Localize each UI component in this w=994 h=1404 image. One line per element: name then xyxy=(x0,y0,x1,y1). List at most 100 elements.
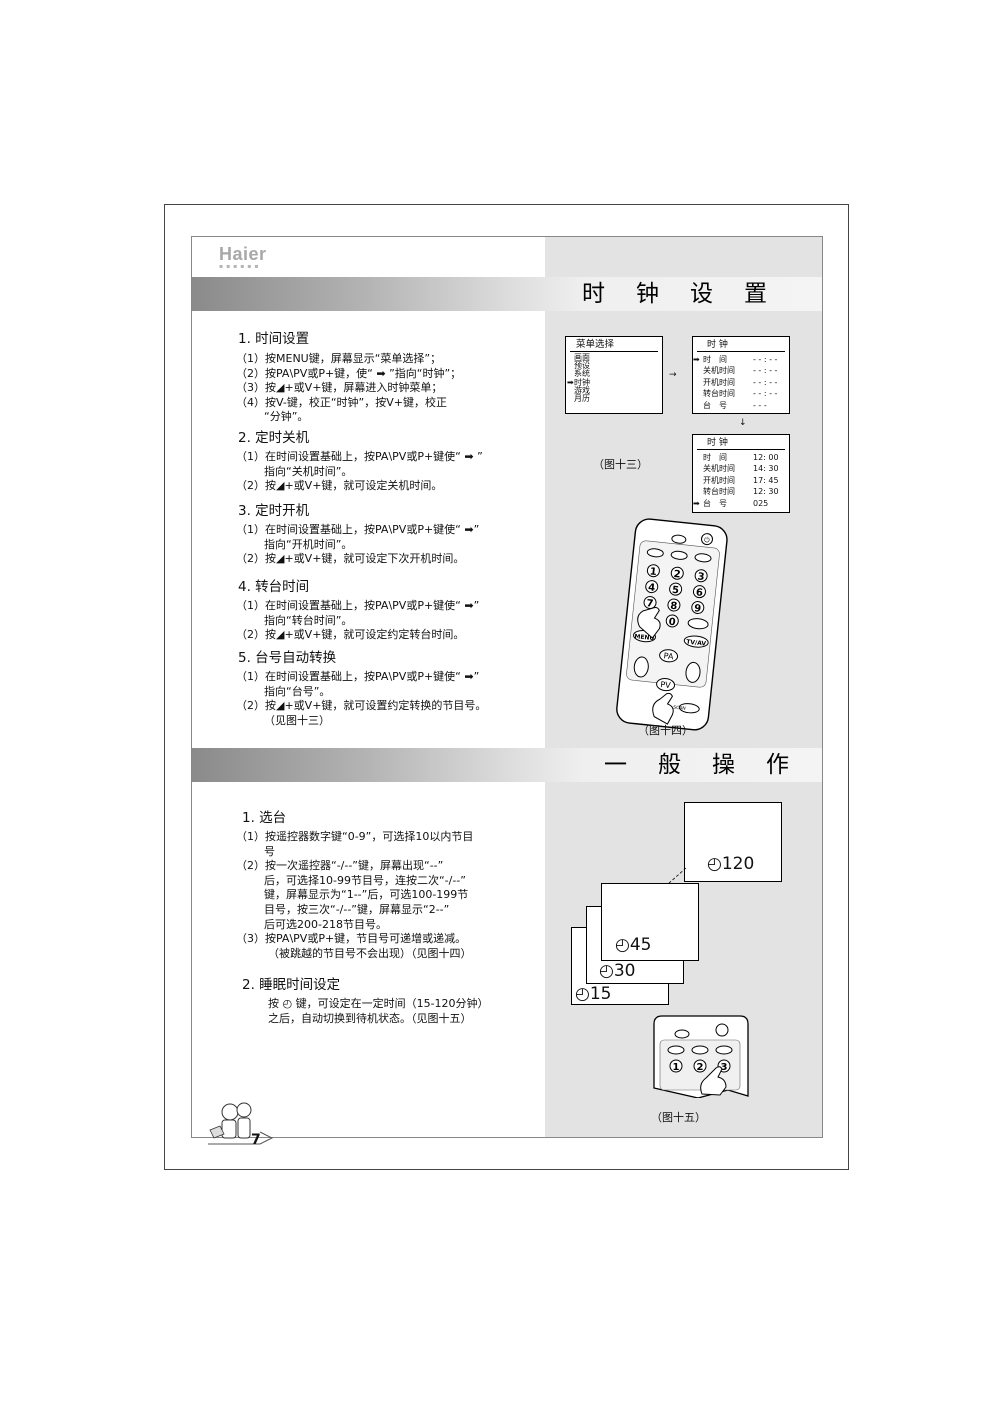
figure-14-caption: （图十四） xyxy=(638,724,693,737)
volume-up-button[interactable] xyxy=(685,661,701,683)
menu-item-selected: ➡时钟 xyxy=(566,377,662,387)
digit-key[interactable] xyxy=(693,1059,707,1073)
digit-key[interactable] xyxy=(646,564,660,578)
power-button[interactable] xyxy=(715,1023,729,1037)
remote-partial-illustration: 1 2 3 xyxy=(653,1015,749,1098)
on-timer-text: 3. 定时开机 （1）在时间设置基础上，按PA\PV或P+键使“ ➡” 指向“开… xyxy=(236,499,479,567)
selection-arrow-icon: ➡ xyxy=(567,377,574,387)
digit-key[interactable] xyxy=(669,582,683,596)
function-button[interactable] xyxy=(646,548,664,558)
digit-key[interactable] xyxy=(669,1059,683,1073)
step-line: “分钟”。 xyxy=(264,410,309,424)
right-arrow-icon: → xyxy=(669,370,677,380)
step-line: （2）按PA\PV或P+键，使“ ➡ ”指向“时钟”； xyxy=(236,366,462,380)
mute-button[interactable] xyxy=(671,534,687,544)
step-line: （1）在时间设置基础上，按PA\PV或P+键使“ ➡ ” xyxy=(236,450,483,463)
digit-key[interactable] xyxy=(645,580,659,594)
clock-row: 开机时间- - : - - xyxy=(693,377,789,388)
section-title-operation: 一般操作 xyxy=(604,752,820,778)
heading-on-timer: 3. 定时开机 xyxy=(238,503,310,519)
digit-keys: 1 2 3 xyxy=(669,1059,731,1073)
clock-row-label: 关机时间 xyxy=(703,464,735,474)
page-inner-border xyxy=(191,236,823,1138)
step-line: （2）按◢+或V+键，就可设定关机时间。 xyxy=(236,479,443,493)
pointing-hand-icon xyxy=(652,692,674,725)
dashed-connector xyxy=(667,867,687,885)
step-line: 键，屏幕显示为“1--”后，可选100-199节 xyxy=(264,888,469,902)
step-line: （2）按◢+或V+键，就可设置约定转换的节目号。 xyxy=(236,699,487,713)
step-line: 号 xyxy=(264,844,275,858)
clock-row-value: 12: 00 xyxy=(753,453,779,462)
pv-button[interactable] xyxy=(656,678,676,692)
clock-screen-title: 时 钟 xyxy=(697,437,785,450)
sleep-button[interactable] xyxy=(715,1045,733,1055)
step-line: 指向“关机时间”。 xyxy=(264,464,353,478)
digit-key[interactable] xyxy=(665,614,679,628)
pa-button[interactable] xyxy=(659,649,679,663)
clock-row-value: - - : - - xyxy=(753,366,778,376)
menu-item: 游戏 xyxy=(574,385,590,395)
sleep-timer-text: 2. 睡眠时间设定 按 ◴ 键，可设定在一定时间（15-120分钟） 之后，自动… xyxy=(242,973,489,1026)
step-line: （1）按遥控器数字键“0-9”，可选择10以内节目 xyxy=(236,830,474,843)
digit-key[interactable] xyxy=(694,569,708,583)
brand-logo: Haier xyxy=(219,244,267,264)
function-button[interactable] xyxy=(670,550,688,561)
step-line: （1）在时间设置基础上，按PA\PV或P+键使“ ➡” xyxy=(236,670,480,683)
mascot-head-icon xyxy=(221,1103,239,1121)
remote-control-illustration: ⏻ 1 2 3 4 5 6 7 8 9 0 MENU TV/AV PA PV S… xyxy=(616,518,728,731)
step-line: 之后，自动切换到待机状态。（见图十五） xyxy=(268,1011,472,1025)
menu-screen: 菜单选择 画面 预设 系统 ➡时钟 游戏 月历 xyxy=(565,336,663,414)
power-icon: ⏻ xyxy=(704,536,711,545)
step-line: （2）按◢+或V+键，就可设定下次开机时间。 xyxy=(236,552,465,566)
auto-channel-text: 5. 台号自动转换 （1）在时间设置基础上，按PA\PV或P+键使“ ➡” 指向… xyxy=(236,646,487,728)
function-button[interactable] xyxy=(667,1045,685,1055)
menu-item: 预设 xyxy=(574,361,590,371)
digit-key[interactable] xyxy=(670,566,684,580)
volume-down-button[interactable] xyxy=(633,656,649,678)
selection-arrow-icon: ➡ xyxy=(693,355,700,364)
digit-key[interactable] xyxy=(692,585,706,599)
sleep-value-15: ◴15 xyxy=(575,984,612,1004)
tv-screen-120: ◴120 xyxy=(684,802,782,882)
digit-label: 0 xyxy=(668,617,676,629)
sleep-value-30: ◴30 xyxy=(599,961,636,981)
step-line: （见图十三） xyxy=(264,713,330,727)
clock-row-label: 转台时间 xyxy=(703,487,735,497)
digit-label: 1 xyxy=(673,1062,680,1073)
power-button[interactable] xyxy=(701,533,714,546)
clock-row: 台 号- - - xyxy=(693,400,789,411)
step-line: 指向“转台时间”。 xyxy=(264,613,353,627)
clock-row-label: 关机时间 xyxy=(703,366,735,376)
menu-item-label: 时钟 xyxy=(574,377,590,387)
function-button[interactable] xyxy=(691,1045,709,1055)
page-number: 7 xyxy=(251,1132,261,1148)
heading-switch-time: 4. 转台时间 xyxy=(238,579,310,595)
clock-section-text: 1. 时间设置 （1）按MENU键，屏幕显示“菜单选择”； （2）按PA\PV或… xyxy=(236,327,462,425)
menu-item: 系统 xyxy=(574,369,590,379)
digit-key[interactable] xyxy=(691,601,705,615)
step-line: （4）按V-键，校正“时钟”，按V+键，校正 xyxy=(236,395,447,409)
dash-key[interactable] xyxy=(687,618,709,630)
clock-row-label: 时 间 xyxy=(703,355,727,364)
tvav-button[interactable] xyxy=(683,635,709,648)
scan-button[interactable] xyxy=(678,703,700,714)
mute-button[interactable] xyxy=(674,1029,690,1039)
step-line: 按 ◴ 键，可设定在一定时间（15-120分钟） xyxy=(268,997,489,1010)
clock-row-label: 开机时间 xyxy=(703,377,735,387)
section-title-clock: 时钟设置 xyxy=(582,281,798,307)
clock-row-label: 开机时间 xyxy=(703,475,735,485)
digit-key[interactable] xyxy=(643,596,657,610)
clock-row-label: 台 号 xyxy=(703,400,727,410)
sleep-button[interactable] xyxy=(694,553,712,563)
brand-logo-dots: ▪▪▪▪▪▪ xyxy=(219,263,262,270)
clock-row-value: 14: 30 xyxy=(753,464,779,474)
digit-key[interactable] xyxy=(667,598,681,612)
clock-row: 关机时间 - - : - - xyxy=(693,365,789,376)
switch-time-text: 4. 转台时间 （1）在时间设置基础上，按PA\PV或P+键使“ ➡” 指向“转… xyxy=(236,575,479,643)
menu-item: 画面 xyxy=(574,353,590,362)
digit-label: 3 xyxy=(697,571,705,583)
digit-label: 3 xyxy=(721,1062,728,1073)
clock-row-label: 转台时间 xyxy=(703,389,735,399)
tvav-button-label: TV/AV xyxy=(686,639,707,648)
